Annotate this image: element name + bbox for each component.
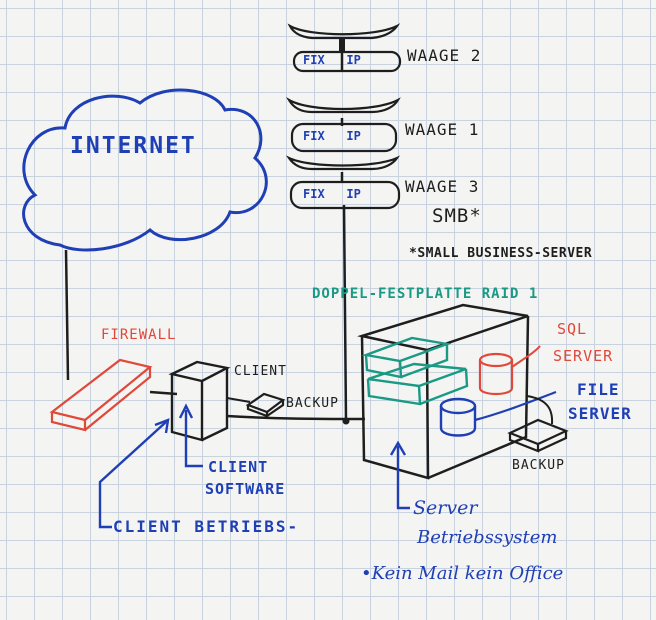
client-label: CLIENT xyxy=(234,364,287,379)
raid-label: DOPPEL-FESTPLATTE RAID 1 xyxy=(312,286,539,302)
file-server-icon xyxy=(439,397,477,437)
sql-label-2: SERVER xyxy=(553,347,614,365)
server-backup-line xyxy=(526,395,554,425)
client-software-label-1: CLIENT xyxy=(208,458,269,476)
scale-1-tag: FIX IP xyxy=(303,129,361,143)
no-mail-office-note: •Kein Mail kein Office xyxy=(361,563,564,584)
server-backup-label: BACKUP xyxy=(512,458,565,473)
firewall-box xyxy=(49,358,153,432)
client-server-line xyxy=(226,414,365,421)
file-server-label-1: FILE xyxy=(577,380,620,399)
scale-bus-line xyxy=(340,40,348,421)
firewall-label: FIREWALL xyxy=(101,327,177,343)
smb-label: SMB* xyxy=(432,205,482,227)
scale-3-label: WAAGE 3 xyxy=(405,177,480,196)
client-os-label: CLIENT BETRIEBS- xyxy=(113,517,300,536)
server-os-label-1: Server xyxy=(413,497,478,519)
internet-label: INTERNET xyxy=(70,133,197,159)
server-backup-drive xyxy=(507,418,569,453)
sql-label-1: SQL xyxy=(557,320,588,338)
server-tower xyxy=(357,303,530,480)
scale-1-label: WAAGE 1 xyxy=(405,120,480,139)
client-backup-drive xyxy=(245,392,286,418)
scale-icons xyxy=(285,23,402,210)
scale-2-label: WAAGE 2 xyxy=(407,46,482,65)
internet-firewall-line xyxy=(64,249,70,381)
smb-footnote: *SMALL BUSINESS-SERVER xyxy=(409,246,593,261)
client-software-label-2: SOFTWARE xyxy=(205,480,286,498)
server-os-label-2: Betriebssystem xyxy=(417,527,558,548)
raid-drives xyxy=(361,336,469,406)
sql-database-icon xyxy=(478,352,514,396)
annotation-arrows xyxy=(98,403,410,529)
internet-cloud xyxy=(22,88,268,252)
client-backup-label: BACKUP xyxy=(286,396,339,411)
file-server-pointer xyxy=(474,390,557,422)
sql-pointer xyxy=(511,345,541,368)
scale-3-tag: FIX IP xyxy=(303,187,361,201)
file-server-label-2: SERVER xyxy=(568,404,632,423)
scale-2-tag: FIX IP xyxy=(303,53,361,67)
client-box xyxy=(168,360,231,442)
network-junction xyxy=(342,417,350,425)
client-backup-line xyxy=(226,397,251,403)
